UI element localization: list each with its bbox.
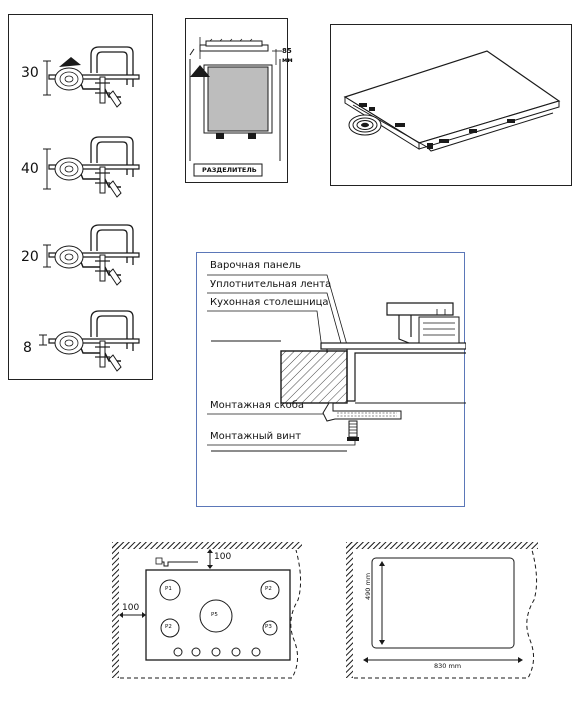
- clearance-value: 85: [282, 47, 292, 55]
- clamp-value-8: 8: [23, 340, 32, 356]
- clamp-value-20: 20: [21, 249, 39, 265]
- clamp-value-40: 40: [21, 161, 39, 177]
- rear-clearance-label: 100: [214, 552, 232, 562]
- clearance-unit: мм: [282, 56, 293, 64]
- cabinet-drawing: [189, 37, 282, 177]
- installation-section-panel: Варочная панель Уплотнительная лента Кух…: [196, 252, 467, 507]
- clamp-drawing-20: [43, 224, 140, 286]
- label-hob: Варочная панель: [210, 260, 301, 271]
- cutout-drawing: [346, 542, 538, 679]
- cutout-width-label: 830 mm: [432, 662, 464, 670]
- burner-label: P2: [165, 624, 172, 630]
- clamp-drawing-8: [39, 310, 140, 372]
- burner-label: P2: [265, 586, 272, 592]
- burner-label: P1: [165, 586, 172, 592]
- installation-section-drawing: [207, 274, 467, 452]
- side-clearance-label: 100: [122, 603, 140, 613]
- hob-perspective-panel: [330, 24, 572, 186]
- burner-label: P5: [211, 612, 218, 618]
- clamp-drawings: [39, 46, 140, 372]
- divider-label: РАЗДЕЛИТЕЛЬ: [202, 166, 257, 174]
- clamp-positions-panel: 30 40 20 8: [8, 14, 153, 380]
- hob-perspective-drawing: [343, 50, 561, 152]
- clamp-drawing-40: [43, 136, 140, 198]
- cabinet-clearance-panel: 85 мм РАЗДЕЛИТЕЛЬ: [185, 18, 293, 183]
- clamp-value-30: 30: [21, 65, 39, 81]
- placement-panel: 100 100 P1 P2 P5 P2 P3: [108, 540, 306, 680]
- label-screw: Монтажный винт: [210, 431, 302, 442]
- label-seal: Уплотнительная лента: [210, 279, 332, 290]
- placement-drawing: [112, 542, 302, 679]
- burner-label: P3: [265, 624, 272, 630]
- clamp-drawing-30: [43, 46, 140, 108]
- label-worktop: Кухонная столешница: [210, 297, 329, 308]
- cutout-panel: 490 mm 830 mm: [342, 540, 542, 680]
- cutout-depth-label: 490 mm: [364, 572, 372, 600]
- label-bracket: Монтажная скоба: [210, 400, 305, 411]
